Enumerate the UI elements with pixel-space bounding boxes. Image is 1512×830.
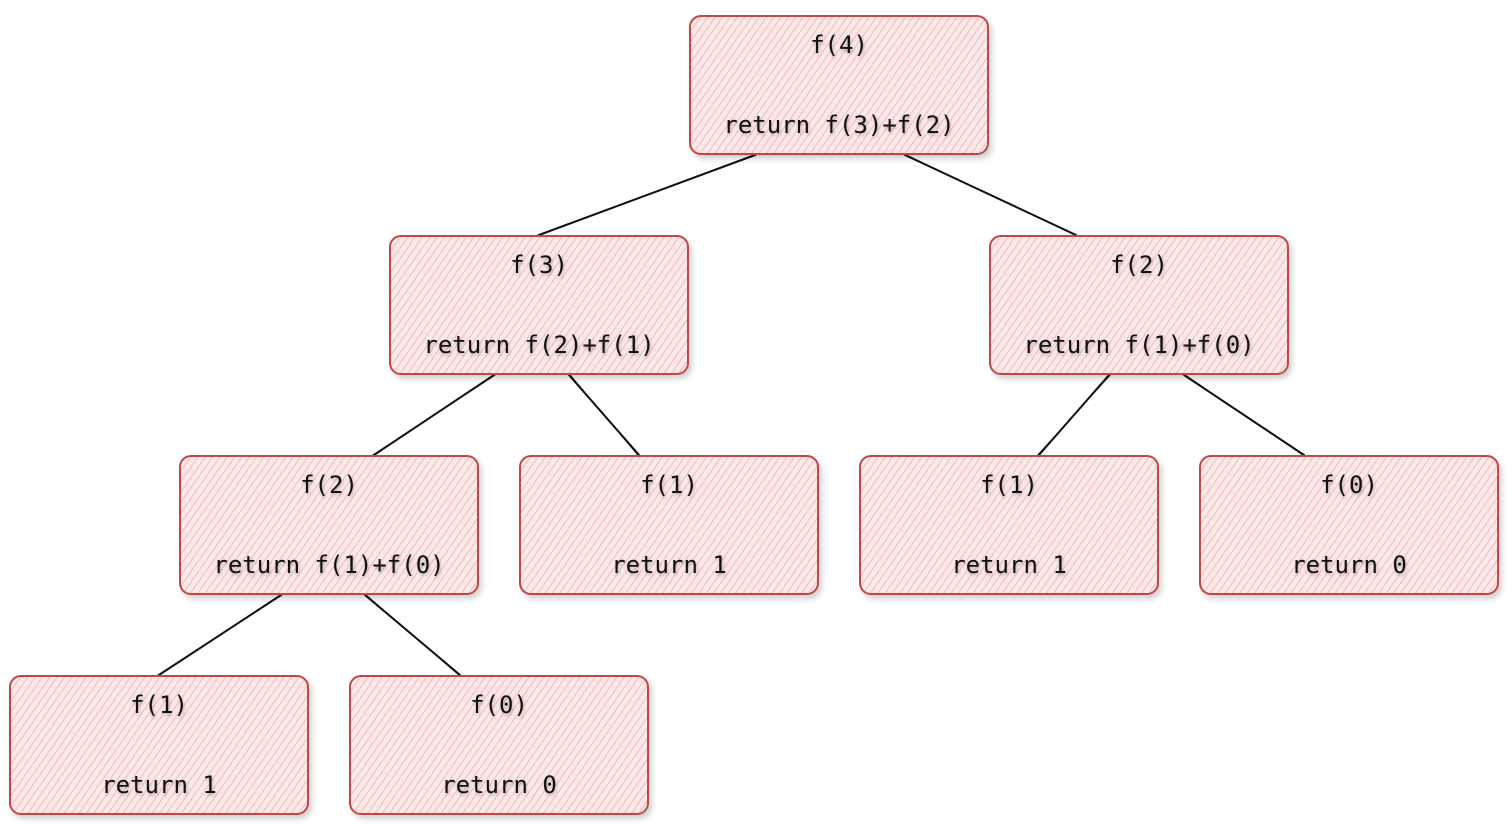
- node-f1: f(1) return 1: [9, 675, 309, 815]
- node-return-label: return 1: [951, 551, 1067, 579]
- tree-edge: [569, 374, 639, 456]
- tree-edge: [1184, 374, 1304, 456]
- tree-edge: [157, 594, 283, 676]
- node-call-label: f(1): [980, 471, 1038, 499]
- tree-edge: [1037, 374, 1111, 456]
- node-return-label: return f(1)+f(0): [1023, 331, 1255, 359]
- node-return-label: return 0: [441, 771, 557, 799]
- node-return-label: return f(3)+f(2): [723, 111, 955, 139]
- node-f4: f(4) return f(3)+f(2): [689, 15, 989, 155]
- node-call-label: f(1): [130, 691, 188, 719]
- node-call-label: f(1): [640, 471, 698, 499]
- node-call-label: f(0): [470, 691, 528, 719]
- node-call-label: f(3): [510, 251, 568, 279]
- node-f2-left: f(2) return f(1)+f(0): [179, 455, 479, 595]
- node-call-label: f(2): [1110, 251, 1168, 279]
- node-f2-right: f(2) return f(1)+f(0): [989, 235, 1289, 375]
- tree-edge: [365, 594, 460, 676]
- node-f0: f(0) return 0: [1199, 455, 1499, 595]
- node-f1: f(1) return 1: [519, 455, 819, 595]
- node-return-label: return 1: [611, 551, 727, 579]
- node-return-label: return 0: [1291, 551, 1407, 579]
- node-f0: f(0) return 0: [349, 675, 649, 815]
- node-return-label: return f(1)+f(0): [213, 551, 445, 579]
- tree-edge: [372, 374, 496, 456]
- node-call-label: f(4): [810, 31, 868, 59]
- tree-edge: [905, 154, 1076, 236]
- node-call-label: f(0): [1320, 471, 1378, 499]
- node-f3: f(3) return f(2)+f(1): [389, 235, 689, 375]
- node-return-label: return f(2)+f(1): [423, 331, 655, 359]
- tree-edge: [537, 154, 757, 236]
- node-call-label: f(2): [300, 471, 358, 499]
- node-return-label: return 1: [101, 771, 217, 799]
- node-f1: f(1) return 1: [859, 455, 1159, 595]
